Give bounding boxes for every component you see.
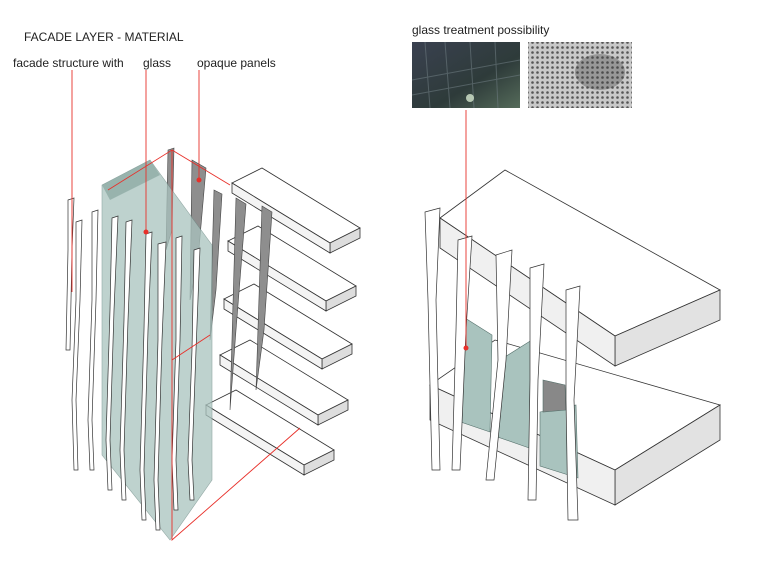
annotation-leaders bbox=[71, 70, 467, 541]
glass-treatment-photo-dotted bbox=[528, 42, 632, 108]
glass-treatment-photo-dark bbox=[411, 41, 521, 109]
label-glass-treatment: glass treatment possibility bbox=[412, 23, 550, 37]
facade-structure-fins-right bbox=[424, 207, 581, 521]
annotation-dots bbox=[143, 177, 469, 351]
floor-slabs-left bbox=[205, 167, 361, 476]
diagram-title: FACADE LAYER - MATERIAL bbox=[24, 30, 184, 44]
label-glass: glass bbox=[143, 56, 172, 70]
facade-structure-fins-left bbox=[65, 197, 201, 531]
label-opaque-panels: opaque panels bbox=[197, 56, 276, 70]
label-facade-structure: facade structure with bbox=[13, 56, 124, 70]
